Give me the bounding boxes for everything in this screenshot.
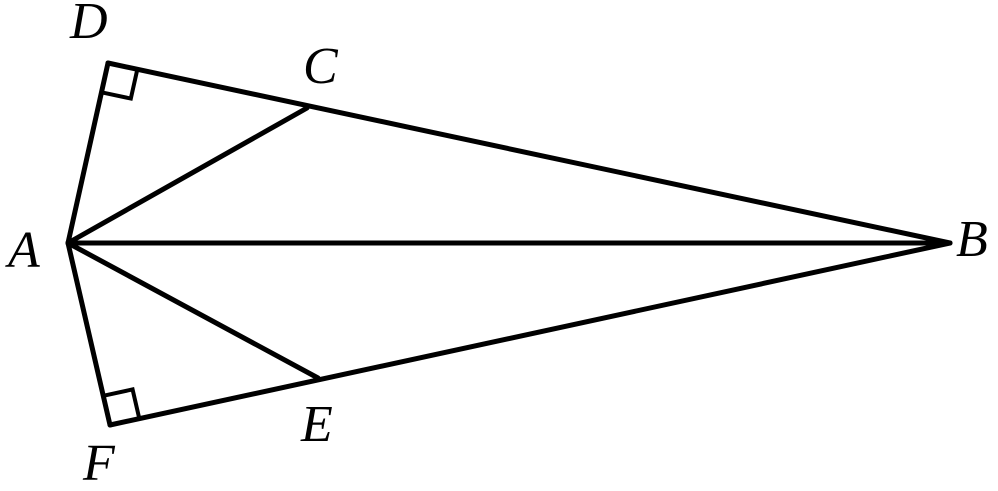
segment-AE <box>65 240 321 381</box>
right-angle-markers-group <box>101 68 142 420</box>
segment-AF <box>65 240 113 428</box>
segment-DB <box>105 60 953 246</box>
vertex-label-f: F <box>83 435 115 491</box>
vertex-label-d: D <box>70 0 108 50</box>
right-angle-at-D <box>101 68 140 101</box>
vertex-label-a: A <box>8 222 40 279</box>
vertex-label-c: C <box>303 38 338 95</box>
segment-AC <box>65 105 310 246</box>
segments-group <box>65 60 953 428</box>
segment-AD <box>65 60 111 246</box>
right-angle-at-F <box>102 387 142 420</box>
vertex-label-b: B <box>956 211 988 268</box>
vertex-label-e: E <box>301 396 333 453</box>
segment-FB <box>107 240 953 428</box>
